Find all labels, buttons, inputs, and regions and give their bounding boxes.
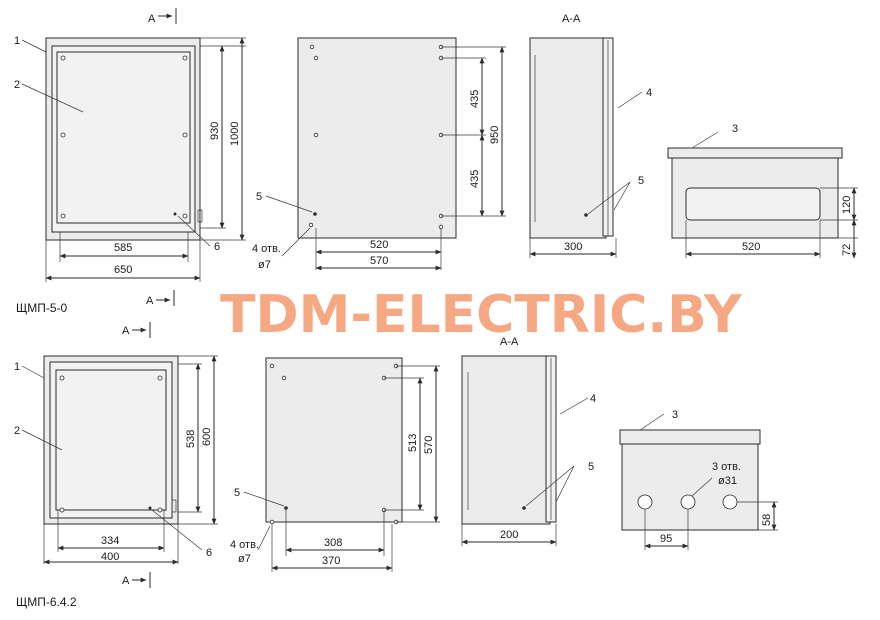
section-mark-label: А: [146, 295, 154, 307]
dim-inner-width: 334: [101, 535, 119, 547]
section-mark-label: А: [122, 575, 130, 587]
dim-mount-width: 308: [324, 537, 342, 549]
dim-mount-height-outer: 570: [423, 436, 435, 454]
rear-view-bottom: 5 4 отв. ø7 308 370 513 570: [230, 357, 440, 572]
dim-inner-width: 585: [114, 242, 132, 254]
holes-diameter: ø7: [258, 259, 271, 271]
side-section-top: А-А 4 5 300: [529, 13, 652, 258]
model-label-top: ЩМП-5-0: [16, 301, 68, 315]
section-mark-label: А: [148, 13, 156, 25]
callout-1: 1: [14, 35, 20, 47]
bottom-body: [621, 443, 759, 531]
dim-mount-span: 570: [370, 255, 388, 267]
dim-mount-height-inner: 513: [407, 434, 419, 452]
model-label-bottom: ЩМП-6.4.2: [16, 595, 77, 609]
section-title: А-А: [562, 13, 581, 25]
dim-outer-width: 400: [101, 551, 119, 563]
front-view-top: 1 2 6 585 650 930 1000: [14, 35, 246, 282]
dim-cutout-height: 120: [841, 196, 853, 214]
holes-diameter: ø7: [238, 553, 251, 565]
dim-mount-upper: 435: [469, 90, 481, 108]
side-body: [529, 37, 607, 239]
dim-inner-height: 538: [185, 430, 197, 448]
section-mark-top-upper: А: [148, 8, 177, 25]
callout-6: 6: [206, 547, 212, 559]
bottom-view-bottom: 3 3 отв. ø31 95 58: [619, 409, 778, 550]
knockout: [722, 494, 738, 510]
cabinet-rear: [297, 37, 457, 239]
dim-outer-width: 650: [114, 264, 132, 276]
dim-mount-lower: 435: [469, 170, 481, 188]
dim-depth: 200: [500, 529, 518, 541]
mounting-panel: [55, 369, 167, 511]
cabinet-rear: [265, 357, 403, 523]
mounting-panel: [56, 51, 191, 224]
knockouts-diameter: ø31: [718, 475, 737, 487]
dim-depth: 300: [564, 241, 582, 253]
bottom-view-top: 3 520 120 72: [667, 123, 858, 259]
callout-6: 6: [214, 241, 220, 253]
section-mark-top-lower: А: [146, 290, 175, 307]
knockouts-label: 3 отв.: [712, 461, 741, 473]
dim-mount-width: 520: [370, 239, 388, 251]
holes-label: 4 отв.: [230, 539, 259, 551]
front-view-bottom: 1 2 6 334 400 538 600: [14, 355, 218, 565]
top-drawing: А 1 2 6 585: [14, 8, 858, 315]
callout-3: 3: [672, 409, 678, 421]
bottom-drawing: А 1 2 6 334 400: [14, 322, 778, 609]
callout-5-side: 5: [638, 175, 644, 187]
section-title: А-А: [500, 336, 519, 348]
callout-4: 4: [590, 393, 596, 405]
section-mark-bottom-upper: А: [122, 322, 151, 338]
watermark: TDM-ELECTRIC.BY: [220, 285, 743, 345]
roof: [667, 147, 843, 159]
dim-inner-height: 930: [209, 122, 221, 140]
dim-outer-height: 1000: [229, 122, 241, 146]
callout-5-rear: 5: [234, 487, 240, 499]
callout-2: 2: [14, 79, 20, 91]
side-body: [461, 355, 551, 525]
side-section-bottom: А-А 4 5 200: [461, 336, 596, 546]
roof: [619, 429, 761, 445]
cable-cutout: [685, 187, 821, 221]
rear-view-top: 5 4 отв. ø7 520 570 435 435 950: [252, 37, 506, 271]
section-mark-label: А: [122, 325, 130, 337]
dim-mount-height: 950: [489, 126, 501, 144]
section-mark-bottom-lower: А: [122, 572, 151, 588]
callout-5-side: 5: [588, 461, 594, 473]
knockout: [637, 494, 653, 510]
callout-4: 4: [646, 87, 652, 99]
knockout: [680, 494, 696, 510]
dim-knockout-spacing: 95: [660, 533, 672, 545]
dim-knockout-offset: 58: [761, 514, 773, 526]
dim-cutout-width: 520: [742, 241, 760, 253]
callout-1: 1: [14, 361, 20, 373]
dim-outer-height: 600: [201, 428, 213, 446]
callout-5-rear: 5: [256, 191, 262, 203]
callout-3: 3: [732, 123, 738, 135]
dim-cutout-offset: 72: [841, 244, 853, 256]
holes-label: 4 отв.: [252, 243, 281, 255]
callout-2: 2: [14, 425, 20, 437]
dim-mount-span: 370: [322, 555, 340, 567]
